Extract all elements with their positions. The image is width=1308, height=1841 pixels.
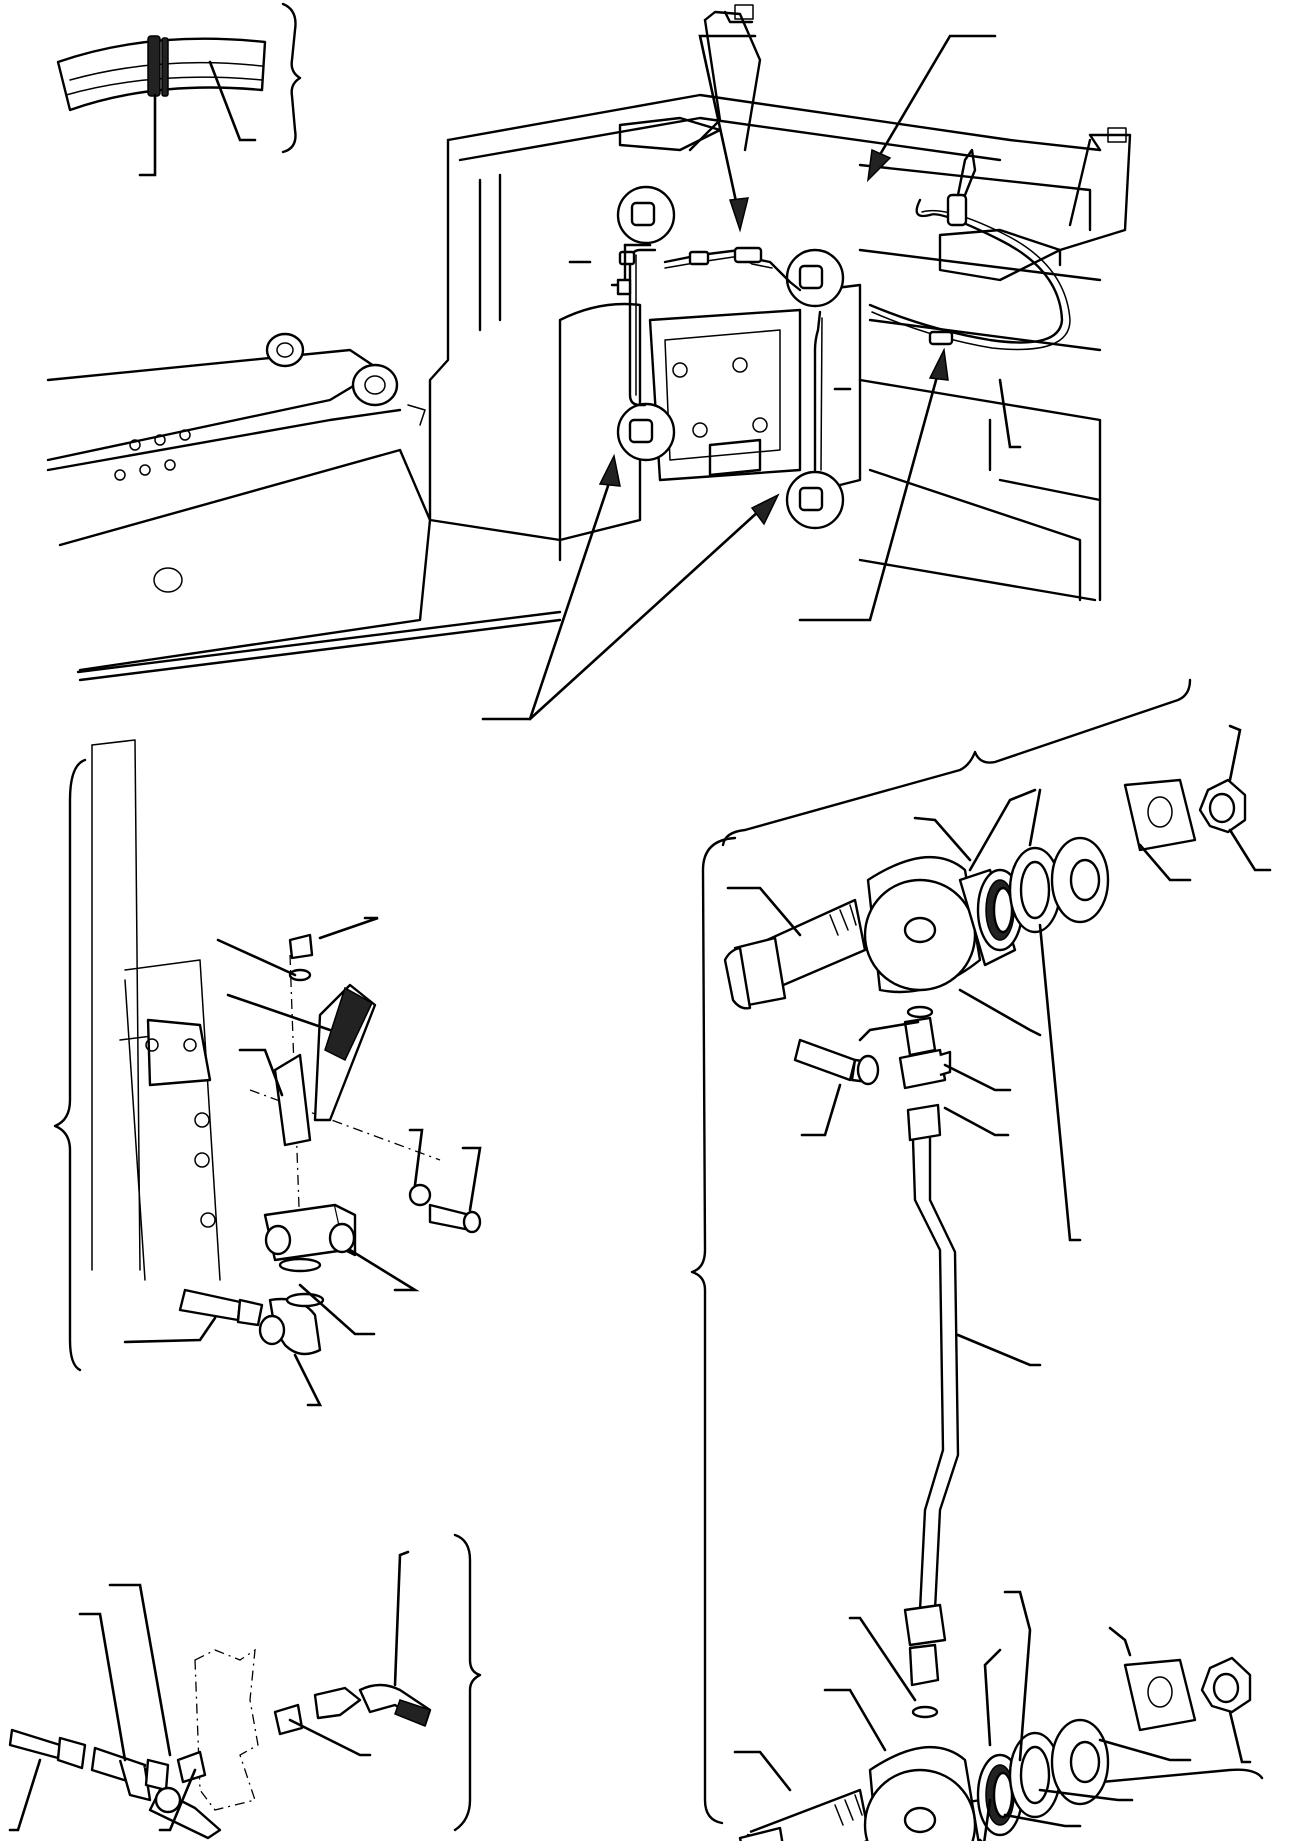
bracket-tee-group [453, 1533, 482, 1832]
hose-tie-detail [56, 35, 267, 177]
loader-boom-arm [46, 332, 562, 682]
bracket-pedal-group [53, 758, 87, 1372]
bracket-top-left [281, 2, 302, 154]
leader-arrows-top [481, 34, 1022, 721]
grease-line-assembly [610, 148, 1071, 530]
pedal-valve-assembly [91, 739, 482, 1407]
tee-fitting-assembly [8, 1550, 432, 1840]
machine-frame-assembly [428, 4, 1132, 602]
upper-pivot-assembly [723, 724, 1272, 1612]
lower-pivot-assembly [733, 1590, 1252, 1841]
